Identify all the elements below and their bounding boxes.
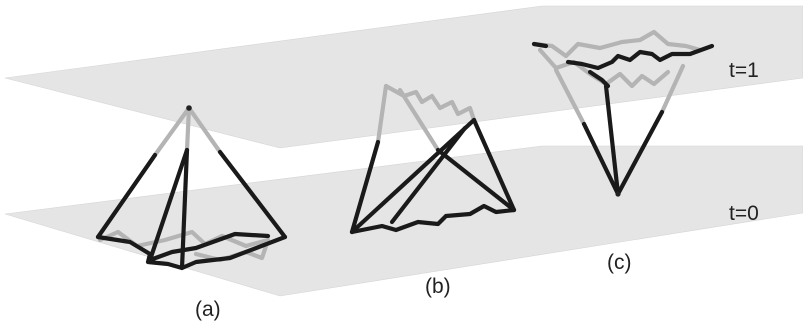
shape-c-apex-mark [531, 41, 549, 49]
shape-a-edge-right [217, 149, 288, 240]
plane-t0-label: t=0 [729, 202, 759, 225]
shape-c-top-loop-light-2 [537, 47, 671, 89]
shape-b-edge-right [471, 117, 517, 213]
panel-a-label: (a) [195, 298, 221, 321]
shape-a [95, 105, 288, 271]
shape-b-edge-left [349, 139, 381, 235]
shape-b-edge-inner [389, 125, 468, 225]
shape-b-edge-upper-b [397, 87, 441, 153]
shape-a-front-loop-2 [147, 231, 271, 263]
shape-b-bottom-loop [349, 203, 517, 235]
shape-a-apex [186, 105, 192, 111]
shape-b-top-zigzag [383, 83, 477, 123]
shape-b-edge-upper-a [375, 83, 389, 145]
shape-a-edge-upper-center [184, 105, 192, 153]
shape-c-edge-upper-left [553, 67, 587, 127]
shape-a-edge-left [95, 152, 158, 240]
shape-a-front-loop [95, 234, 288, 271]
shape-c-edge-center [603, 83, 621, 197]
shape-b-edge-cross-2 [349, 117, 477, 235]
plane-t1-label: t=1 [729, 59, 759, 82]
panel-c-label: (c) [607, 251, 632, 274]
plane-t1 [4, 5, 803, 149]
panel-b-label: (b) [425, 275, 451, 298]
shape-c-edge-upper-right [659, 63, 686, 115]
shape-c-edge-right [615, 109, 665, 197]
shape-b [349, 83, 517, 235]
shape-a-edge-upper-right [186, 105, 223, 155]
shape-a-edge-diag [147, 147, 190, 263]
shape-c-top-loop-light [531, 29, 703, 59]
shape-a-edge-upper-left [152, 105, 192, 158]
shape-c [531, 29, 715, 197]
shape-c-base-vertex [615, 191, 621, 197]
shape-c-edge-left [581, 121, 621, 197]
plane-t0 [4, 145, 803, 297]
shape-b-edge-cross-1 [435, 147, 517, 213]
shape-c-top-loop-dark [565, 43, 715, 71]
